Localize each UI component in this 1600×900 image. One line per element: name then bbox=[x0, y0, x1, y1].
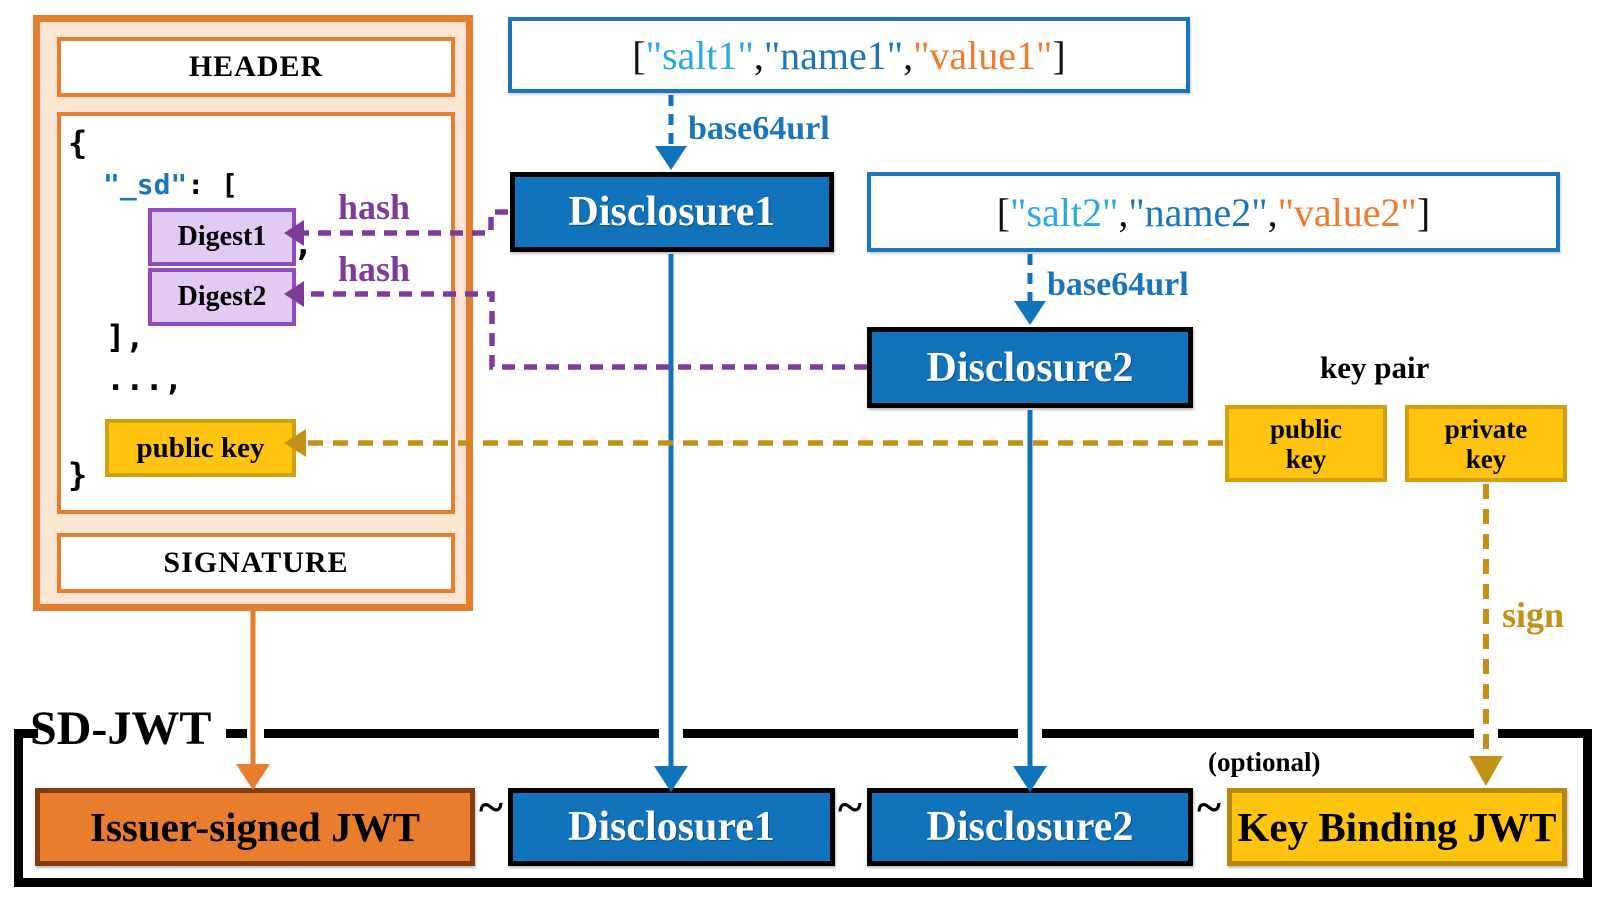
disclosure1-box: Disclosure1 bbox=[510, 172, 834, 252]
tilde-separator-1: ~ bbox=[479, 781, 503, 832]
digest1-label: Digest1 bbox=[177, 221, 267, 252]
disclosure1-label: Disclosure1 bbox=[568, 189, 776, 235]
base64url-arrow-1 bbox=[655, 95, 687, 170]
hash-label-1: hash bbox=[338, 187, 411, 227]
public-key-box: public key bbox=[1225, 405, 1387, 482]
disclosure2-label: Disclosure2 bbox=[926, 344, 1134, 391]
sd-jwt-title: SD-JWT bbox=[30, 702, 212, 755]
jwt-signature-box: SIGNATURE bbox=[57, 533, 455, 593]
border-gap-blue-arrow-2 bbox=[1018, 724, 1042, 746]
border-gap-orange-arrow bbox=[247, 724, 264, 746]
public-key-line2: key bbox=[1285, 443, 1327, 474]
tilde-separator-3: ~ bbox=[1197, 781, 1221, 832]
sd-jwt-container bbox=[14, 729, 1592, 887]
private-key-line1: private bbox=[1444, 413, 1528, 444]
salt1-array-box: ["salt1","name1","value1"] bbox=[508, 17, 1190, 93]
payload-close-brace: } bbox=[68, 456, 88, 494]
public-key-line1: public bbox=[1269, 413, 1343, 444]
jwt-signature-label: SIGNATURE bbox=[163, 546, 349, 579]
border-gap-legend bbox=[38, 724, 226, 746]
border-gap-gold-arrow bbox=[1474, 724, 1498, 746]
salt2-array-box: ["salt2","name2","value2"] bbox=[867, 172, 1560, 252]
salt1-array-code: ["salt1","name1","value1"] bbox=[632, 32, 1065, 79]
payload-digest-comma: , bbox=[293, 224, 314, 264]
sd-jwt-disclosure2-box: Disclosure2 bbox=[867, 788, 1193, 866]
border-gap-blue-arrow-1 bbox=[659, 724, 683, 746]
digest2-label: Digest2 bbox=[177, 281, 267, 312]
optional-label: (optional) bbox=[1208, 747, 1321, 777]
base64url-label-2: base64url bbox=[1047, 266, 1189, 303]
base64url-label-1: base64url bbox=[688, 110, 830, 147]
code-comma: , bbox=[1267, 189, 1278, 235]
jwt-header-box: HEADER bbox=[57, 37, 455, 97]
payload-sd-key: "_sd" bbox=[103, 168, 188, 201]
key-binding-jwt-box: Key Binding JWT bbox=[1227, 788, 1567, 866]
code-value2: "value2" bbox=[1277, 189, 1417, 235]
sd-jwt-disclosure2-label: Disclosure2 bbox=[926, 804, 1134, 850]
code-salt1: "salt1" bbox=[645, 32, 754, 78]
payload-array-close: ], bbox=[106, 318, 145, 356]
code-name2: "name2" bbox=[1128, 189, 1268, 235]
hash-label-2: hash bbox=[338, 249, 411, 289]
code-bracket: [ bbox=[632, 32, 646, 78]
code-salt2: "salt2" bbox=[1010, 189, 1119, 235]
code-bracket: ] bbox=[1052, 32, 1066, 78]
sign-label: sign bbox=[1502, 595, 1565, 635]
code-comma: , bbox=[1118, 189, 1129, 235]
code-comma: , bbox=[903, 32, 914, 78]
code-bracket: ] bbox=[1416, 189, 1431, 235]
key-pair-title: key pair bbox=[1320, 350, 1430, 385]
tilde-separator-2: ~ bbox=[838, 781, 862, 832]
code-comma: , bbox=[753, 32, 764, 78]
jwt-header-label: HEADER bbox=[188, 50, 324, 83]
disclosure1-to-sdjwt-arrow bbox=[654, 254, 688, 792]
salt2-array-code: ["salt2","name2","value2"] bbox=[997, 189, 1430, 236]
base64url-arrow-2 bbox=[1014, 254, 1046, 325]
private-key-line2: key bbox=[1465, 443, 1507, 474]
disclosure2-box: Disclosure2 bbox=[867, 327, 1193, 408]
code-value1: "value1" bbox=[913, 32, 1053, 78]
payload-public-key-box: public key bbox=[105, 419, 296, 477]
payload-open-brace: { bbox=[68, 124, 88, 162]
issuer-signed-jwt-label: Issuer-signed JWT bbox=[90, 804, 420, 850]
issuer-signed-jwt-box: Issuer-signed JWT bbox=[35, 788, 475, 866]
sd-jwt-disclosure1-box: Disclosure1 bbox=[508, 788, 835, 866]
code-bracket: [ bbox=[996, 189, 1011, 235]
payload-public-key-label: public key bbox=[136, 431, 265, 464]
private-key-box: private key bbox=[1405, 405, 1567, 482]
payload-sd-line: "_sd": [ bbox=[103, 168, 238, 201]
jwt-payload-box: { "_sd": [ Digest1 , Digest2 ], ..., pub… bbox=[57, 112, 455, 514]
sd-jwt-disclosure1-label: Disclosure1 bbox=[568, 804, 775, 850]
code-name1: "name1" bbox=[763, 32, 904, 78]
payload-ellipsis: ..., bbox=[106, 360, 184, 398]
digest1-box: Digest1 bbox=[148, 208, 296, 266]
payload-sd-suffix: : [ bbox=[187, 168, 238, 201]
key-binding-jwt-label: Key Binding JWT bbox=[1237, 804, 1557, 850]
digest2-box: Digest2 bbox=[148, 268, 296, 326]
